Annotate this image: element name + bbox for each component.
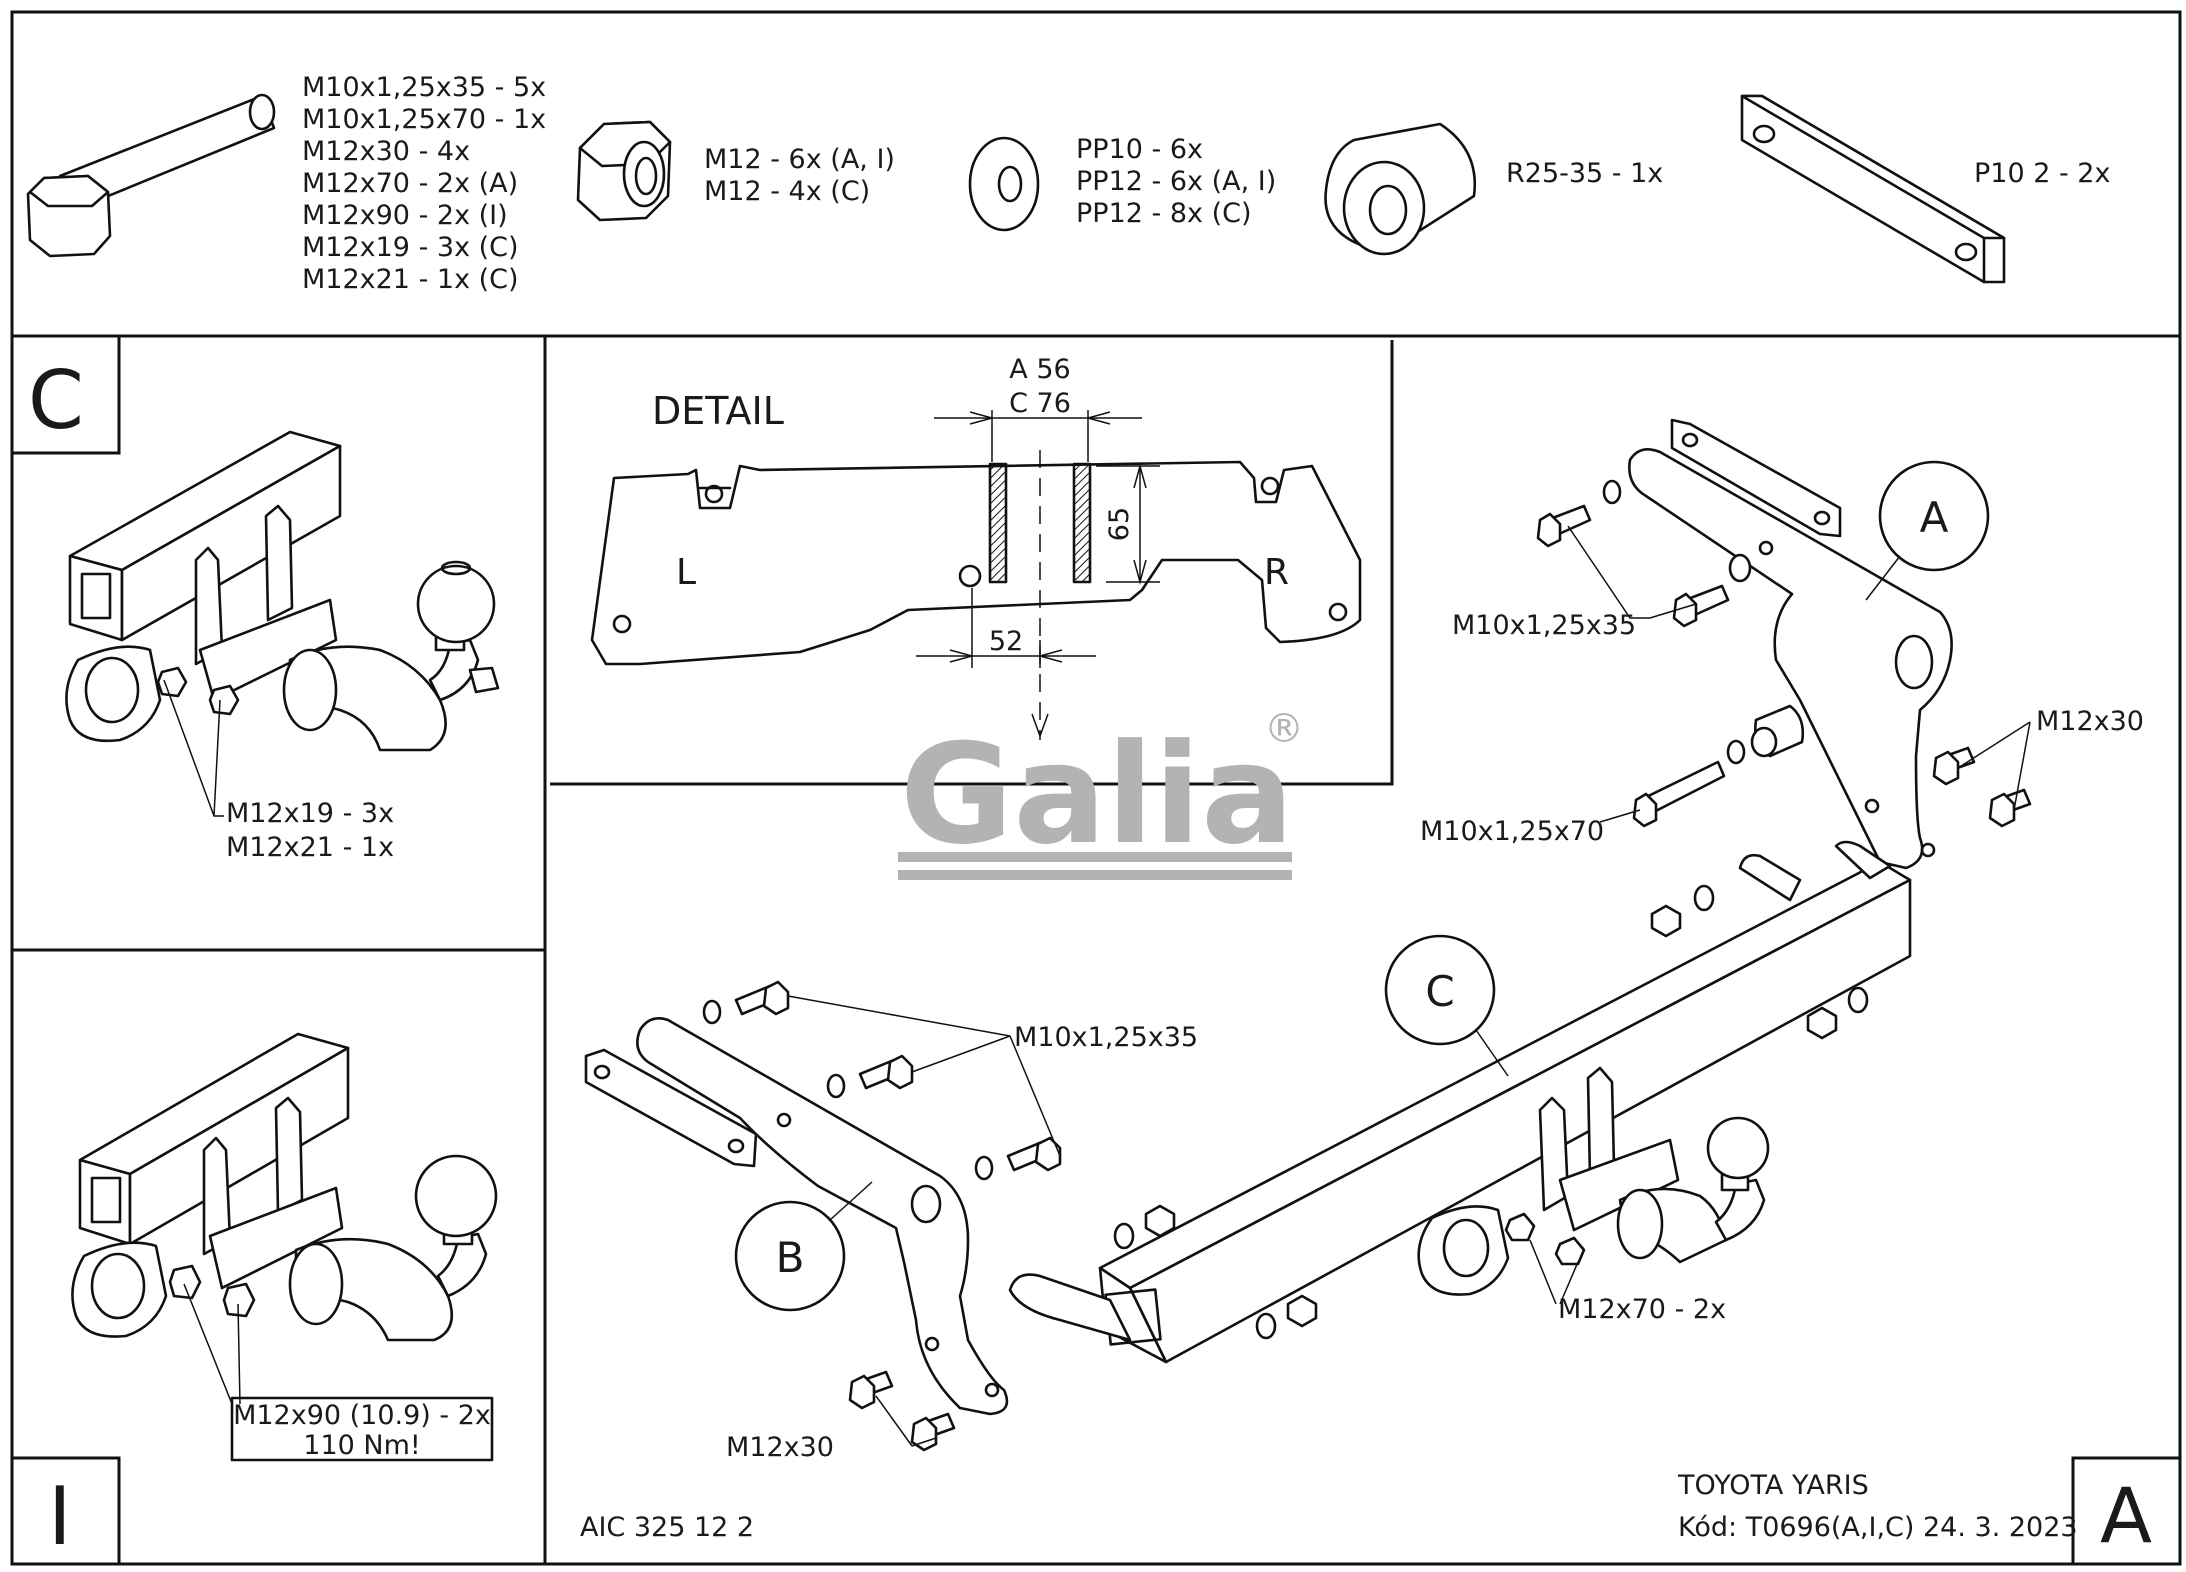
variant-c-leaders xyxy=(163,679,224,817)
label-m12x30-right: M12x30 xyxy=(2036,706,2144,737)
washer-spec-3: PP12 - 8x (C) xyxy=(1076,198,1252,229)
label-m10x70: M10x1,25x70 xyxy=(1420,816,1604,847)
footer-code: AIC 325 12 2 xyxy=(580,1512,754,1543)
bolt-spec-3: M12x30 - 4x xyxy=(302,136,470,167)
variant-i-spec-box xyxy=(230,1396,494,1462)
bolt-spec-5: M12x90 - 2x (I) xyxy=(302,200,508,231)
parts-nut-drawing xyxy=(576,120,672,222)
footer-kod: Kód: T0696(A,I,C) 24. 3. 2023 xyxy=(1678,1512,2078,1543)
label-m12x70: M12x70 - 2x xyxy=(1558,1294,1726,1325)
detail-dim-height: 65 xyxy=(1104,507,1135,541)
bolt-spec-4: M12x70 - 2x (A) xyxy=(302,168,518,199)
washer-spec-list: PP10 - 6x PP12 - 6x (A, I) PP12 - 8x (C) xyxy=(1076,134,1276,229)
variant-i-bolt: M12x90 (10.9) - 2x xyxy=(233,1400,491,1431)
callout-b: B xyxy=(734,1181,873,1312)
bolt-spec-7: M12x21 - 1x (C) xyxy=(302,264,519,295)
label-m12x30-left: M12x30 xyxy=(726,1432,834,1463)
main-leader-lines xyxy=(787,525,2031,1447)
nut-spec-2: M12 - 4x (C) xyxy=(704,176,870,207)
variant-c-bolt-1: M12x19 - 3x xyxy=(226,798,394,829)
bolt-spec-1: M10x1,25x35 - 5x xyxy=(302,72,546,103)
bolt-spec-2: M10x1,25x70 - 1x xyxy=(302,104,546,135)
label-m10x35-left: M10x1,25x35 xyxy=(1014,1022,1198,1053)
detail-dimensions xyxy=(916,410,1160,668)
main-assembly-drawing xyxy=(584,418,2032,1452)
bolt-spec-6: M12x19 - 3x (C) xyxy=(302,232,519,263)
detail-dim-width: 52 xyxy=(989,626,1023,657)
callout-a: A xyxy=(1865,460,1990,601)
nut-spec-list: M12 - 6x (A, I) M12 - 4x (C) xyxy=(704,144,895,207)
svg-text:C: C xyxy=(1425,967,1454,1016)
sheet-frame xyxy=(10,10,2182,1566)
detail-right-label: R xyxy=(1264,552,1289,593)
logo-mark: ® xyxy=(1264,706,1304,752)
footer-vehicle: TOYOTA YARIS xyxy=(1677,1470,1869,1501)
callout-c: C xyxy=(1384,934,1509,1077)
washer-spec-1: PP10 - 6x xyxy=(1076,134,1203,165)
label-m10x35-right: M10x1,25x35 xyxy=(1452,610,1636,641)
detail-dim-a: A 56 xyxy=(1009,354,1070,385)
plate-spec: P10 2 - 2x xyxy=(1974,158,2110,189)
variant-c-bolt-2: M12x21 - 1x xyxy=(226,832,394,863)
detail-dim-c: C 76 xyxy=(1009,388,1071,419)
nut-spec-1: M12 - 6x (A, I) xyxy=(704,144,895,175)
variant-i-torque: 110 Nm! xyxy=(303,1430,420,1461)
detail-profile-drawing xyxy=(590,450,1362,740)
spacer-spec: R25-35 - 1x xyxy=(1506,158,1663,189)
svg-text:A: A xyxy=(1920,493,1949,542)
bolt-spec-list: M10x1,25x35 - 5x M10x1,25x70 - 1x M12x30… xyxy=(302,72,546,295)
variant-a-letter: A xyxy=(2100,1471,2152,1560)
variant-i-letter: I xyxy=(48,1470,72,1563)
svg-text:B: B xyxy=(776,1233,805,1282)
detail-left-label: L xyxy=(676,552,696,593)
galia-logo: Galia ® xyxy=(898,706,1304,880)
detail-title: DETAIL xyxy=(652,389,784,433)
variant-i-leaders xyxy=(183,1283,241,1405)
logo-text: Galia xyxy=(900,714,1294,875)
variant-c-letter: C xyxy=(28,354,84,447)
variant-i-towbar-drawing xyxy=(71,1032,498,1342)
parts-washer-drawing xyxy=(968,136,1040,232)
washer-spec-2: PP12 - 6x (A, I) xyxy=(1076,166,1276,197)
parts-plate-drawing xyxy=(1740,94,2006,284)
parts-spacer-drawing xyxy=(1324,122,1477,256)
parts-bolt-drawing xyxy=(26,93,276,258)
variant-c-towbar-drawing xyxy=(65,430,500,752)
